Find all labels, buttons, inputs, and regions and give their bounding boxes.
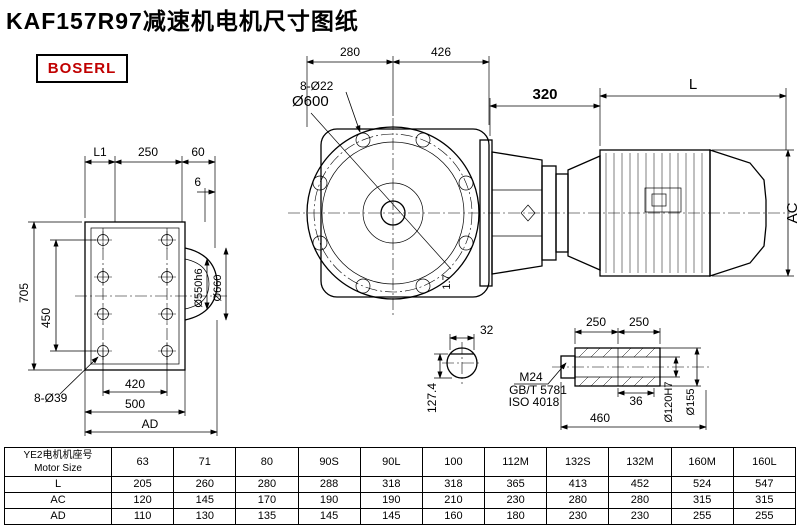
table-cell: 365 [484, 476, 548, 493]
size-col: 160L [732, 447, 797, 477]
table-cell: 255 [732, 508, 797, 525]
dim-450: 450 [39, 308, 53, 328]
dim-250: 250 [138, 145, 158, 159]
label-gbt-5781: GB/T 5781 [509, 383, 567, 397]
dim-6: 6 [194, 175, 201, 189]
table-cell: 180 [484, 508, 548, 525]
dim-320: 320 [532, 86, 557, 103]
dim-250-right: 250 [629, 315, 649, 329]
table-cell: 145 [173, 492, 237, 509]
size-col: 90S [297, 447, 361, 477]
dim-127-4: 127.4 [425, 383, 439, 413]
table-cell: 318 [359, 476, 423, 493]
table-cell: 230 [484, 492, 548, 509]
dim-36: 36 [629, 394, 643, 408]
dim-d600: Ø600 [292, 93, 329, 110]
table-cell: 190 [359, 492, 423, 509]
dim-500: 500 [125, 397, 145, 411]
table-cell: 413 [546, 476, 610, 493]
table-cell: 160 [421, 508, 486, 525]
size-col: 63 [110, 447, 175, 477]
table-cell: 230 [546, 508, 610, 525]
size-col: 71 [173, 447, 237, 477]
row-label: L [4, 476, 112, 493]
dim-8xd22: 8-Ø22 [300, 79, 334, 93]
table-cell: 170 [235, 492, 299, 509]
dim-L: L [689, 76, 697, 93]
table-row-L: L 205 260 280 288 318 318 365 413 452 52… [4, 476, 797, 493]
dim-d660: Ø660 [212, 275, 224, 302]
technical-drawing: 8-Ø22 Ø600 280 426 1.7 320 L [17, 45, 800, 436]
table-cell: 280 [546, 492, 610, 509]
table-cell: 135 [235, 508, 299, 525]
size-col: 90L [359, 447, 423, 477]
dim-280: 280 [340, 45, 360, 59]
dim-d120h7: Ø120H7 [663, 382, 675, 423]
motor-side-view: 320 L AC [479, 76, 800, 287]
dim-d550h6: Ø550h6 [193, 268, 205, 307]
dim-460: 460 [590, 411, 610, 425]
dim-420: 420 [125, 377, 145, 391]
motor-size-table: YE2电机机座号 Motor Size 63 71 80 90S 90L 100… [4, 447, 797, 525]
table-cell: 130 [173, 508, 237, 525]
flange-front-view: 8-Ø22 Ø600 280 426 1.7 [288, 45, 790, 318]
table-cell: 145 [297, 508, 361, 525]
dim-250-left: 250 [586, 315, 606, 329]
table-header-label: YE2电机机座号 Motor Size [4, 447, 112, 477]
table-cell: 315 [732, 492, 797, 509]
table-cell: 190 [297, 492, 361, 509]
table-cell: 230 [608, 508, 672, 525]
table-cell: 452 [608, 476, 672, 493]
dim-60: 60 [191, 145, 205, 159]
table-cell: 145 [359, 508, 423, 525]
row-label: AC [4, 492, 112, 509]
dim-426: 426 [431, 45, 451, 59]
table-cell: 288 [297, 476, 361, 493]
dim-d155: Ø155 [685, 389, 697, 416]
table-cell: 110 [110, 508, 175, 525]
size-col: 112M [484, 447, 548, 477]
mounting-face-view: L1 250 60 6 705 450 Ø550h6 Ø660 8-Ø39 42… [17, 145, 229, 436]
size-col: 80 [235, 447, 299, 477]
row-label: AD [4, 508, 112, 525]
dim-AD: AD [142, 417, 159, 431]
table-cell: 210 [421, 492, 486, 509]
table-row-AC: AC 120 145 170 190 190 210 230 280 280 3… [4, 492, 797, 509]
size-col: 160M [670, 447, 734, 477]
dim-705: 705 [17, 283, 31, 303]
output-shaft-detail: 250 250 M24 GB/T 5781 ISO 4018 36 460 Ø1… [509, 315, 712, 430]
boserl-logo: BOSERL [36, 54, 128, 83]
table-cell: 120 [110, 492, 175, 509]
size-col: 132S [546, 447, 610, 477]
label-iso-4018: ISO 4018 [509, 395, 560, 409]
size-col: 100 [421, 447, 486, 477]
size-col: 132M [608, 447, 672, 477]
table-header-label-cn: YE2电机机座号 [23, 450, 93, 461]
table-header-label-en: Motor Size [34, 463, 82, 474]
table-cell: 205 [110, 476, 175, 493]
table-cell: 280 [608, 492, 672, 509]
table-cell: 524 [670, 476, 734, 493]
dim-L1: L1 [93, 145, 107, 159]
dim-8xd39: 8-Ø39 [34, 391, 68, 405]
table-cell: 260 [173, 476, 237, 493]
dim-32: 32 [480, 323, 494, 337]
dim-1-7: 1.7 [441, 274, 453, 289]
table-cell: 255 [670, 508, 734, 525]
shaft-keyway-section: 32 127.4 [425, 323, 494, 413]
table-cell: 318 [421, 476, 486, 493]
table-cell: 315 [670, 492, 734, 509]
table-row-AD: AD 110 130 135 145 145 160 180 230 230 2… [4, 508, 797, 525]
table-cell: 280 [235, 476, 299, 493]
page-title: KAF157R97减速机电机尺寸图纸 [6, 8, 359, 34]
table-cell: 547 [732, 476, 797, 493]
dim-AC: AC [784, 202, 800, 223]
label-m24: M24 [519, 370, 543, 384]
